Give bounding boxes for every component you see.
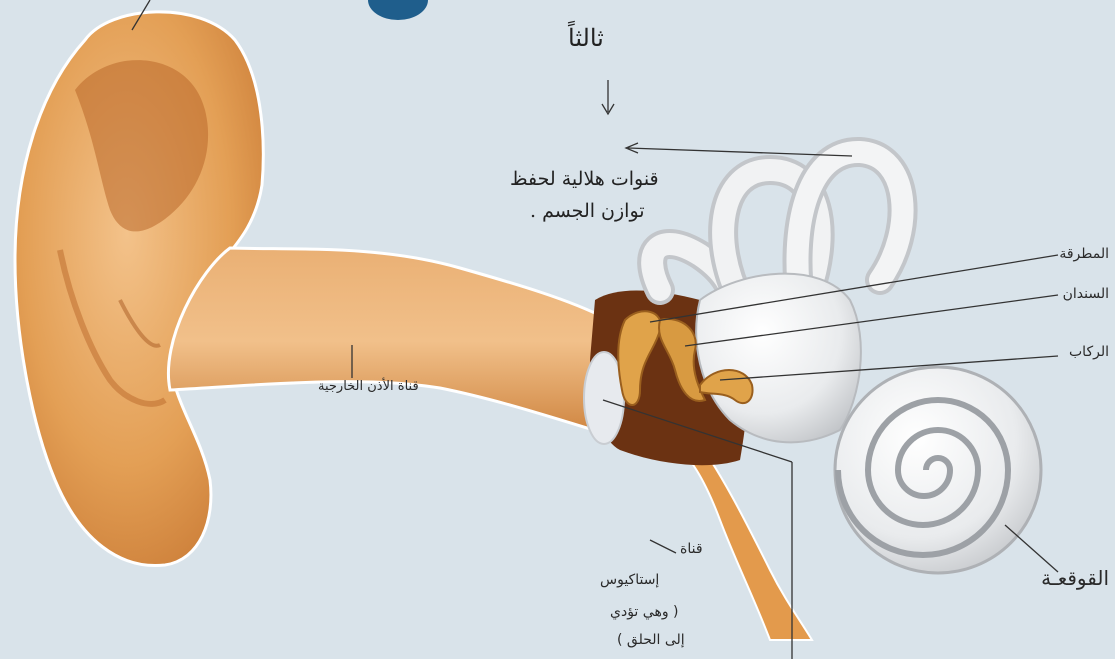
label-eustachian-line3: ( وهي تؤدي (610, 604, 679, 620)
handwritten-note-third: ثالثاً (568, 24, 604, 52)
label-stirrup: الركاب (1069, 344, 1109, 360)
label-cochlea: القوقعـة (1041, 566, 1109, 590)
label-eustachian-line2: إستاكيوس (600, 572, 659, 588)
cochlea-shape (835, 367, 1041, 573)
handwritten-note-canals-line1: قنوات هلالية لحفظ (510, 168, 659, 190)
label-eustachian-line4: إلى الحلق ) (617, 632, 685, 648)
handwritten-note-canals-line2: توازن الجسم . (530, 200, 645, 222)
label-hammer: المطرقة (1059, 246, 1109, 262)
label-anvil: السندان (1063, 286, 1109, 302)
label-eustachian-line1: قناة (680, 541, 703, 557)
label-ear-canal: قناة الأذن الخارجية (318, 379, 419, 394)
badge-shape (368, 0, 428, 20)
ear-canal-shape (168, 248, 610, 435)
